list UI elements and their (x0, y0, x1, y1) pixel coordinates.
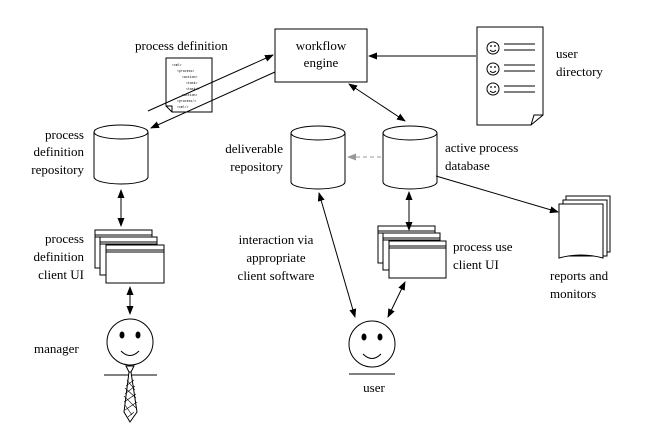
svg-text:<process>: <process> (177, 69, 194, 73)
arrow-deliverable-user (317, 192, 357, 318)
arrow-active-to-reports (435, 175, 559, 214)
arrow-engine-to-pdr (150, 71, 276, 129)
manager-person-icon (104, 318, 157, 423)
user-directory-document-icon (476, 26, 544, 126)
active-process-label-2: database (445, 158, 490, 173)
svg-text:<action>: <action> (182, 75, 197, 79)
process-definition-repository-database-icon (93, 124, 149, 185)
workflow-engine-label-2: engine (304, 55, 339, 70)
arrow-engine-active-db (348, 83, 406, 122)
svg-text:<xml/>: <xml/> (177, 105, 189, 109)
pucui-label-1: process use (453, 239, 513, 254)
smiley-icon (486, 41, 500, 55)
workflow-engine-label-1: workflow (296, 38, 347, 53)
connector-arrows (117, 52, 559, 318)
svg-text:<task>: <task> (186, 81, 198, 85)
pucui-label-2: client UI (453, 257, 499, 272)
pdr-label-1: process (45, 127, 84, 142)
user-directory-label-1: user (556, 46, 578, 61)
workflow-engine-box: workflow engine (274, 28, 368, 83)
interaction-label-3: client software (238, 268, 315, 283)
process-use-client-ui-window-stack-icon (377, 225, 447, 279)
smiley-icon (486, 82, 500, 96)
pdr-label-3: repository (31, 162, 84, 177)
manager-label: manager (34, 341, 79, 356)
interaction-label-1: interaction via (239, 232, 314, 247)
user-person-icon (348, 320, 396, 375)
deliverable-repository-label-2: repository (230, 159, 283, 174)
pdcui-label-2: definition (33, 249, 84, 264)
svg-text:<action>: <action> (182, 93, 197, 97)
svg-text:<process/>: <process/> (177, 99, 196, 103)
smiley-icon (486, 62, 500, 76)
deliverable-repository-label-1: deliverable (225, 141, 283, 156)
reports-label-2: monitors (550, 286, 596, 301)
active-process-database-icon (382, 125, 438, 190)
active-process-label-1: active process (445, 140, 518, 155)
process-definition-doc-label: process definition (135, 38, 228, 53)
process-definition-document-icon: <xml> <process> <action> <task> <task/> … (165, 57, 213, 113)
user-directory-label-2: directory (556, 64, 603, 79)
reports-label-1: reports and (550, 268, 609, 283)
arrow-pucui-user (387, 281, 406, 318)
interaction-label-2: appropriate (246, 250, 305, 265)
process-definition-client-ui-window-stack-icon (94, 229, 165, 284)
pdcui-label-1: process (45, 231, 84, 246)
pdcui-label-3: client UI (38, 267, 84, 282)
svg-text:<xml>: <xml> (172, 63, 182, 67)
svg-text:<task/>: <task/> (186, 87, 199, 91)
reports-monitors-document-icon (558, 195, 611, 259)
pdr-label-2: definition (33, 144, 84, 159)
arrow-pdr-to-engine (147, 54, 274, 112)
user-label: user (363, 380, 385, 395)
deliverable-repository-database-icon (290, 125, 346, 190)
